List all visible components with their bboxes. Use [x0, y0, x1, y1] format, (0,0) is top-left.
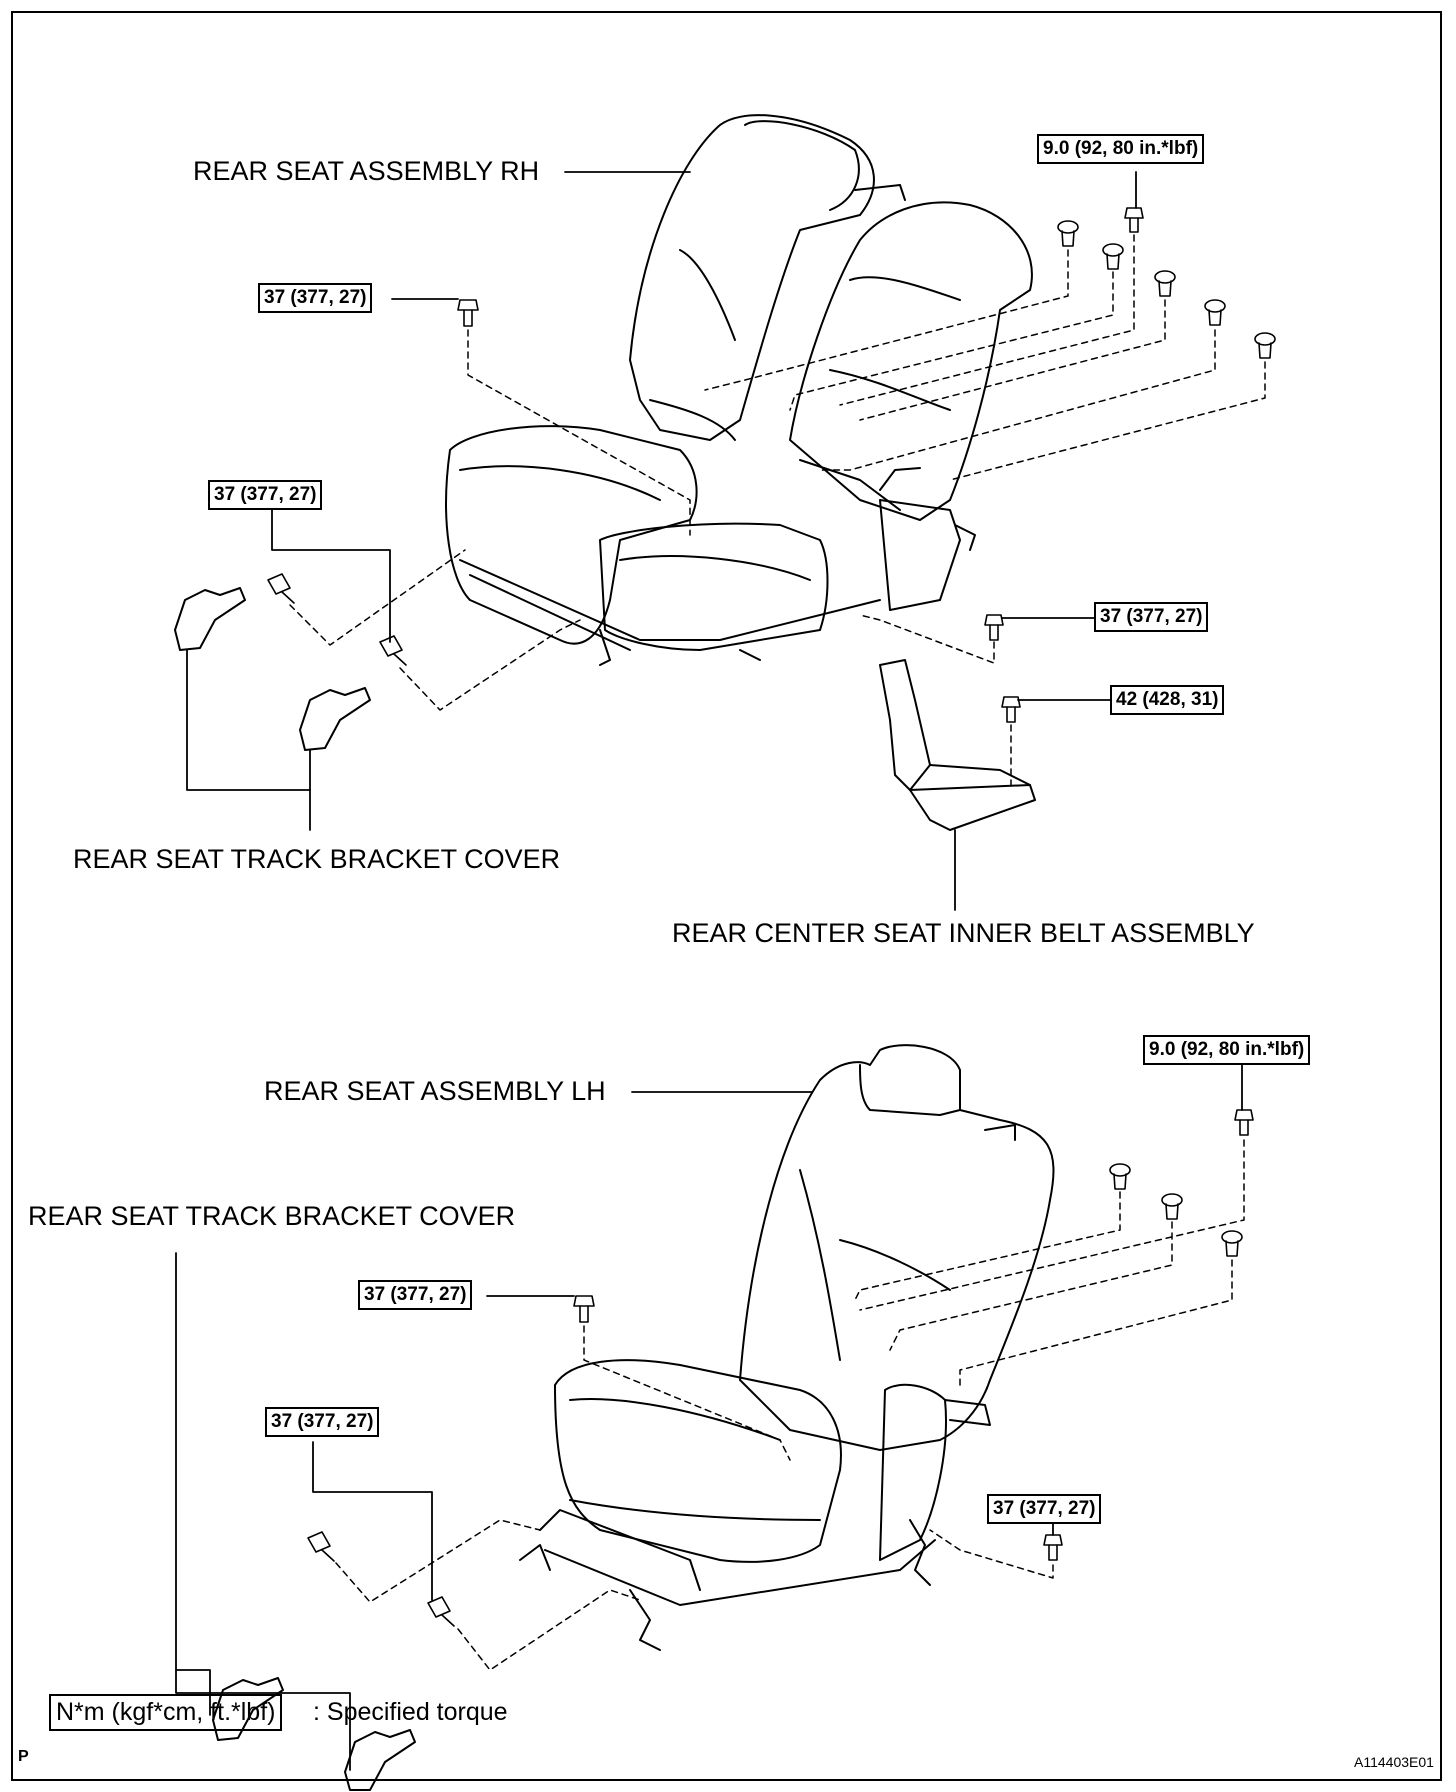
torque-top-bolt-lh: 9.0 (92, 80 in.*lbf) [1143, 1035, 1311, 1065]
label-rear-seat-track-bracket-cover-bottom: REAR SEAT TRACK BRACKET COVER [28, 1201, 516, 1231]
torque-right-bolt-lh: 37 (377, 27) [987, 1494, 1102, 1524]
rear-seat-rh-drawing [445, 114, 1033, 666]
label-rear-seat-assembly-lh: REAR SEAT ASSEMBLY LH [264, 1076, 606, 1106]
torque-top-bolt-rh: 9.0 (92, 80 in.*lbf) [1037, 134, 1205, 164]
label-rear-seat-track-bracket-cover-top: REAR SEAT TRACK BRACKET COVER [73, 844, 561, 874]
diagram-frame [11, 11, 1442, 1781]
torque-cover-bolts-rh: 37 (377, 27) [208, 480, 323, 510]
rear-seat-lh-drawing [519, 1044, 1055, 1651]
legend-torque-text: : Specified torque [313, 1698, 508, 1726]
torque-cover-bolts-lh: 37 (377, 27) [265, 1407, 380, 1437]
top-leader-lines [186, 171, 1137, 911]
top-fasteners [174, 207, 1276, 831]
corner-letter: P [18, 1748, 29, 1765]
label-rear-seat-assembly-rh: REAR SEAT ASSEMBLY RH [193, 156, 540, 186]
torque-seat-bolt-lh: 37 (377, 27) [358, 1280, 473, 1310]
torque-belt-bolt: 42 (428, 31) [1110, 685, 1225, 715]
torque-seat-bolt-rh: 37 (377, 27) [258, 283, 373, 313]
legend-torque-unit-box: N*m (kgf*cm, ft.*lbf) [49, 1694, 283, 1731]
bottom-fasteners [212, 1109, 1254, 1791]
bottom-leader-lines [175, 1061, 1243, 1771]
figure-id: A114403E01 [1354, 1754, 1434, 1770]
label-rear-center-seat-inner-belt: REAR CENTER SEAT INNER BELT ASSEMBLY [672, 918, 1255, 948]
torque-right-bolt-rh: 37 (377, 27) [1094, 602, 1209, 632]
